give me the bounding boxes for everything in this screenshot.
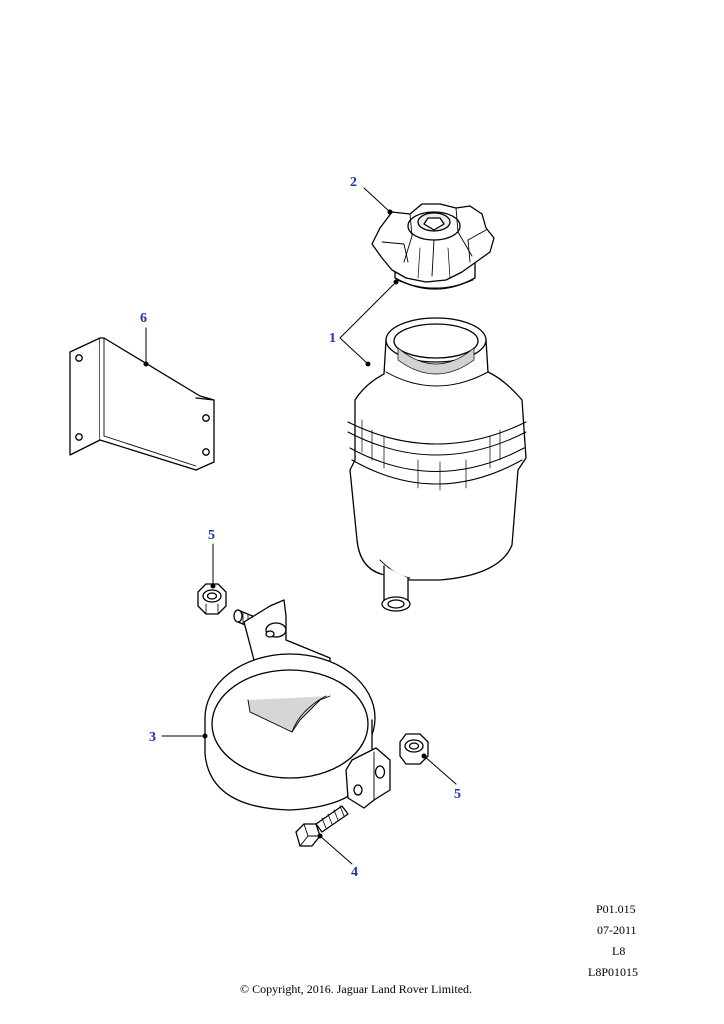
illustration-code: P01.015 <box>596 902 636 916</box>
revision-date: 07-2011 <box>597 923 637 937</box>
image-reference: L8P01015 <box>588 965 639 979</box>
leader-dots <box>143 209 427 839</box>
callout-3-clamp[interactable]: 3 <box>149 730 156 745</box>
callout-2-cap[interactable]: 2 <box>350 175 357 190</box>
nut-lower-drawing <box>399 733 429 765</box>
bolt-drawing <box>295 805 349 847</box>
nut-upper-drawing <box>197 583 227 615</box>
callout-6-bracket[interactable]: 6 <box>140 311 147 326</box>
clamp-drawing <box>204 599 391 811</box>
callout-4-bolt[interactable]: 4 <box>351 865 358 880</box>
callout-1-reservoir[interactable]: 1 <box>329 331 336 346</box>
callout-5-nut-upper[interactable]: 5 <box>208 528 215 543</box>
copyright-notice: © Copyright, 2016. Jaguar Land Rover Lim… <box>239 982 473 996</box>
reservoir-body-drawing <box>347 317 527 612</box>
leader-lines <box>145 187 457 865</box>
reservoir-cap-drawing <box>371 203 495 290</box>
mounting-bracket-drawing <box>69 337 215 471</box>
callout-5-nut-lower[interactable]: 5 <box>454 787 461 802</box>
model-code: L8 <box>612 944 626 958</box>
